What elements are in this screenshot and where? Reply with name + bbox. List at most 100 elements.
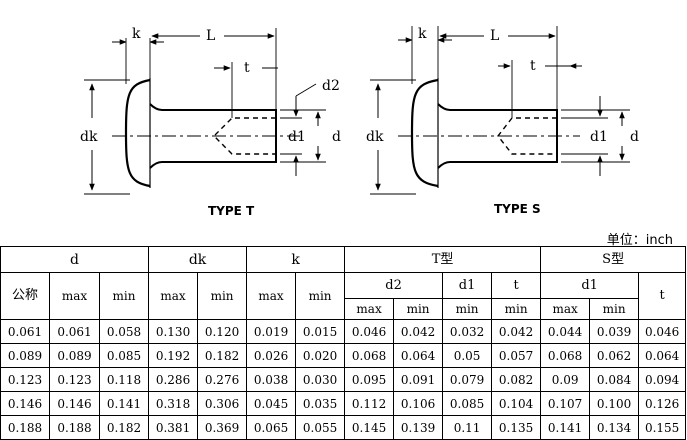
- cell: 0.020: [295, 343, 346, 368]
- cell: 0.085: [98, 343, 150, 368]
- cell: 0.062: [589, 343, 640, 368]
- cell: 0.126: [638, 391, 687, 416]
- header-dk: dk: [148, 246, 248, 273]
- cell: 0.042: [393, 319, 444, 344]
- cell: 0.104: [491, 391, 542, 416]
- cell: 0.046: [344, 319, 395, 344]
- cell: 0.182: [98, 415, 150, 440]
- type-s-drawing: [370, 26, 630, 195]
- type-t-drawing: [84, 28, 326, 195]
- header-nominal: 公称: [0, 272, 50, 320]
- type-t-label-L: L: [206, 28, 215, 44]
- cell: 0.05: [442, 343, 493, 368]
- type-t-label-t: t: [244, 60, 250, 76]
- type-s-head: [410, 78, 439, 188]
- cell: 0.082: [491, 367, 542, 392]
- cell: 0.145: [344, 415, 395, 440]
- cell: 0.188: [49, 415, 100, 440]
- type-s-labels: k L t d1 d dk TYPE S: [366, 26, 639, 216]
- type-s-label-d: d: [630, 129, 639, 145]
- type-t-label-dk: dk: [80, 129, 98, 145]
- header-t-d2-min: min: [393, 298, 444, 320]
- cell: 0.123: [0, 367, 50, 392]
- type-t-caption: TYPE T: [208, 204, 255, 218]
- cell: 0.120: [197, 319, 248, 344]
- header-t-t: t: [491, 272, 542, 299]
- cell: 0.318: [148, 391, 199, 416]
- type-t-label-d: d: [332, 129, 341, 145]
- cell: 0.061: [49, 319, 100, 344]
- header-k-min: min: [295, 272, 346, 320]
- header-d-max: max: [49, 272, 100, 320]
- cell: 0.100: [589, 391, 640, 416]
- spec-table: d dk k T型 S型 公称 max min max min max min …: [0, 246, 687, 440]
- header-t-t-min: min: [491, 298, 542, 320]
- cell: 0.065: [246, 415, 297, 440]
- header-type-s: S型: [540, 246, 687, 273]
- type-t-label-d2: d2: [322, 78, 340, 94]
- header-row-3: max min min min max min: [1, 298, 686, 320]
- cell: 0.089: [49, 343, 100, 368]
- header-s-d1: d1: [540, 272, 640, 299]
- cell: 0.068: [540, 343, 591, 368]
- cell: 0.11: [442, 415, 493, 440]
- cell: 0.094: [638, 367, 687, 392]
- type-s-label-d1: d1: [590, 129, 608, 145]
- cell: 0.038: [246, 367, 297, 392]
- header-k: k: [246, 246, 346, 273]
- cell: 0.032: [442, 319, 493, 344]
- cell: 0.039: [589, 319, 640, 344]
- cell: 0.026: [246, 343, 297, 368]
- cell: 0.107: [540, 391, 591, 416]
- header-s-d1-max: max: [540, 298, 591, 320]
- header-s-t: t: [638, 272, 687, 320]
- cell: 0.118: [98, 367, 150, 392]
- header-row-2: 公称 max min max min max min d2 d1 t d1 t: [0, 272, 687, 320]
- cell: 0.064: [393, 343, 444, 368]
- header-t-d1-min: min: [442, 298, 493, 320]
- type-t-labels: k L t d2 d1 d dk TYPE T: [80, 26, 341, 218]
- cell: 0.079: [442, 367, 493, 392]
- cell: 0.123: [49, 367, 100, 392]
- cell: 0.141: [98, 391, 150, 416]
- cell: 0.058: [98, 319, 150, 344]
- cell: 0.139: [393, 415, 444, 440]
- cell: 0.146: [0, 391, 50, 416]
- cell: 0.085: [442, 391, 493, 416]
- cell: 0.106: [393, 391, 444, 416]
- cell: 0.155: [638, 415, 687, 440]
- cell: 0.135: [491, 415, 542, 440]
- cell: 0.089: [0, 343, 50, 368]
- cell: 0.130: [148, 319, 199, 344]
- header-k-max: max: [246, 272, 297, 320]
- cell: 0.042: [491, 319, 542, 344]
- cell: 0.306: [197, 391, 248, 416]
- cell: 0.112: [344, 391, 395, 416]
- rivet-drawing: k L t d2 d1 d dk TYPE T: [80, 26, 639, 218]
- cell: 0.061: [0, 319, 50, 344]
- cell: 0.091: [393, 367, 444, 392]
- type-s-label-L: L: [490, 28, 499, 44]
- cell: 0.068: [344, 343, 395, 368]
- cell: 0.286: [148, 367, 199, 392]
- type-s-label-dk: dk: [366, 129, 384, 145]
- cell: 0.015: [295, 319, 346, 344]
- cell: 0.369: [197, 415, 248, 440]
- header-t-d2-max: max: [344, 298, 395, 320]
- header-t-d1: d1: [442, 272, 493, 299]
- cell: 0.064: [638, 343, 687, 368]
- cell: 0.046: [638, 319, 687, 344]
- cell: 0.045: [246, 391, 297, 416]
- cell: 0.182: [197, 343, 248, 368]
- cell: 0.192: [148, 343, 199, 368]
- cell: 0.381: [148, 415, 199, 440]
- type-t-label-d1: d1: [288, 129, 306, 145]
- type-t-head: [124, 78, 151, 188]
- cell: 0.019: [246, 319, 297, 344]
- header-s-d1-min: min: [589, 298, 640, 320]
- cell: 0.134: [589, 415, 640, 440]
- type-s-label-t: t: [530, 58, 536, 74]
